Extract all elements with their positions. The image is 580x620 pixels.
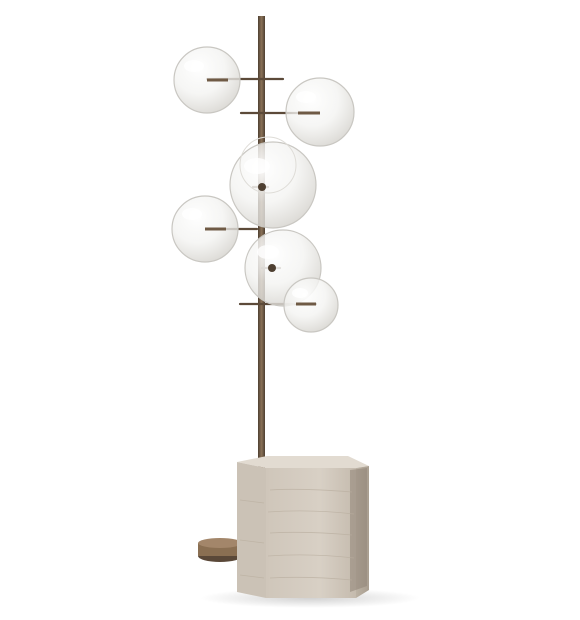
- glass-globe: [171, 195, 239, 263]
- glass-globes: [171, 46, 355, 333]
- glass-globe: [229, 136, 317, 229]
- glass-globe: [173, 46, 241, 114]
- glass-globe: [285, 77, 355, 147]
- bronze-floor-disc: [198, 538, 242, 562]
- stone-base: [237, 456, 369, 598]
- glass-globe: [283, 277, 339, 333]
